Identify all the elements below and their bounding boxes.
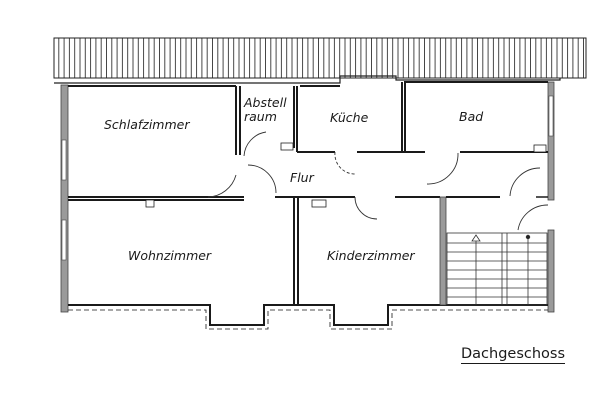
room-label-flur: Flur — [290, 170, 315, 185]
room-label-kueche: Küche — [330, 110, 369, 125]
room-label-schlafzimmer: Schlafzimmer — [104, 117, 190, 132]
inner-walls — [68, 82, 548, 306]
floor-title: Dachgeschoss — [461, 346, 566, 364]
staircase — [446, 232, 548, 306]
room-labels: Schlafzimmer Abstell raum Küche Bad Flur… — [104, 95, 483, 263]
room-label-bad: Bad — [459, 109, 483, 124]
room-label-wohnzimmer: Wohnzimmer — [128, 248, 212, 263]
room-label-abstellraum-line2: raum — [244, 109, 277, 124]
doors — [207, 131, 549, 231]
sockets — [145, 142, 547, 208]
room-label-kinderzimmer: Kinderzimmer — [327, 248, 415, 263]
room-label-abstellraum-line1: Abstell — [243, 95, 287, 110]
roof — [53, 37, 587, 84]
outer-walls — [60, 81, 555, 330]
